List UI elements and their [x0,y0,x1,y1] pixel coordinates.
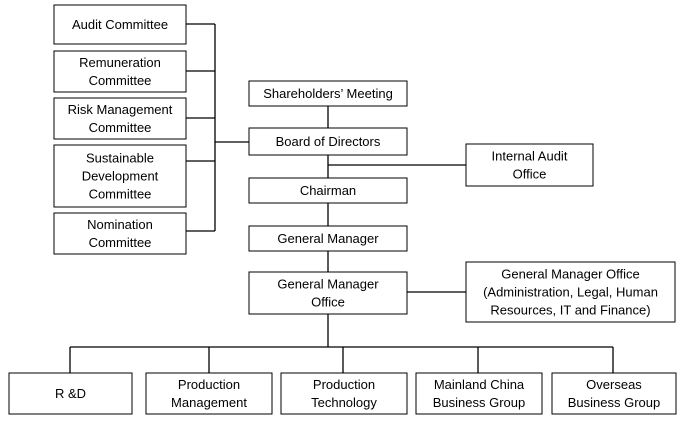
shareholders-meeting-border [248,80,408,107]
general-manager-label: General Manager [277,231,379,246]
rnd-label: R &D [55,386,86,401]
risk-management-committee-label: Committee [89,120,152,135]
audit-committee-box: Audit Committee [53,4,187,45]
audit-committee-border [53,4,187,45]
overseas-business-group-border [551,372,677,415]
chairman-border [248,177,408,204]
general-manager-border [248,225,408,252]
shareholders-meeting-label: Shareholders’ Meeting [263,86,393,101]
remuneration-committee-border [53,50,187,93]
internal-audit-office-border [465,143,594,187]
production-management-label: Production [178,377,240,392]
gm-office-functions-label: Resources, IT and Finance) [490,303,650,318]
rnd-border [8,372,133,415]
risk-management-committee-label: Risk Management [68,102,173,117]
production-technology-border [280,372,408,415]
nomination-committee-label: Committee [89,235,152,250]
mainland-china-business-group-border [415,372,543,415]
remuneration-committee-label: Committee [89,73,152,88]
chairman-box: Chairman [248,177,408,204]
shareholders-meeting-box: Shareholders’ Meeting [248,80,408,107]
sustainable-development-committee-label: Committee [89,187,152,202]
internal-audit-office-label: Office [513,167,547,182]
audit-committee-label: Audit Committee [72,17,168,32]
general-manager-box: General Manager [248,225,408,252]
gm-office-functions-label: (Administration, Legal, Human [483,285,658,300]
gm-office-functions-label: General Manager Office [501,267,640,282]
board-of-directors-border [248,127,408,156]
production-technology-label: Technology [311,395,377,410]
overseas-business-group-label: Overseas [586,377,642,392]
production-technology-label: Production [313,377,375,392]
rnd-box: R &D [8,372,133,415]
nomination-committee-label: Nomination [87,217,153,232]
gm-office-functions-border [465,261,676,323]
mainland-china-business-group-label: Mainland China [434,377,525,392]
production-management-label: Management [171,395,247,410]
sustainable-development-committee-label: Development [82,169,159,184]
mainland-china-business-group-label: Business Group [433,395,526,410]
general-manager-office-label: General Manager [277,277,379,292]
connector-lines [69,23,614,373]
overseas-business-group-label: Business Group [568,395,661,410]
sustainable-development-committee-border [53,144,187,208]
chairman-label: Chairman [300,183,356,198]
nomination-committee-border [53,212,187,255]
remuneration-committee-label: Remuneration [79,55,161,70]
general-manager-office-border [248,271,408,315]
board-of-directors-label: Board of Directors [276,134,381,149]
risk-management-committee-border [53,97,187,140]
gm-office-functions-box: General Manager Office (Administration, L… [465,261,676,323]
board-of-directors-box: Board of Directors [248,127,408,156]
production-management-border [145,372,273,415]
sustainable-development-committee-label: Sustainable [86,151,154,166]
internal-audit-office-label: Internal Audit [492,149,568,164]
general-manager-office-label: Office [311,295,345,310]
